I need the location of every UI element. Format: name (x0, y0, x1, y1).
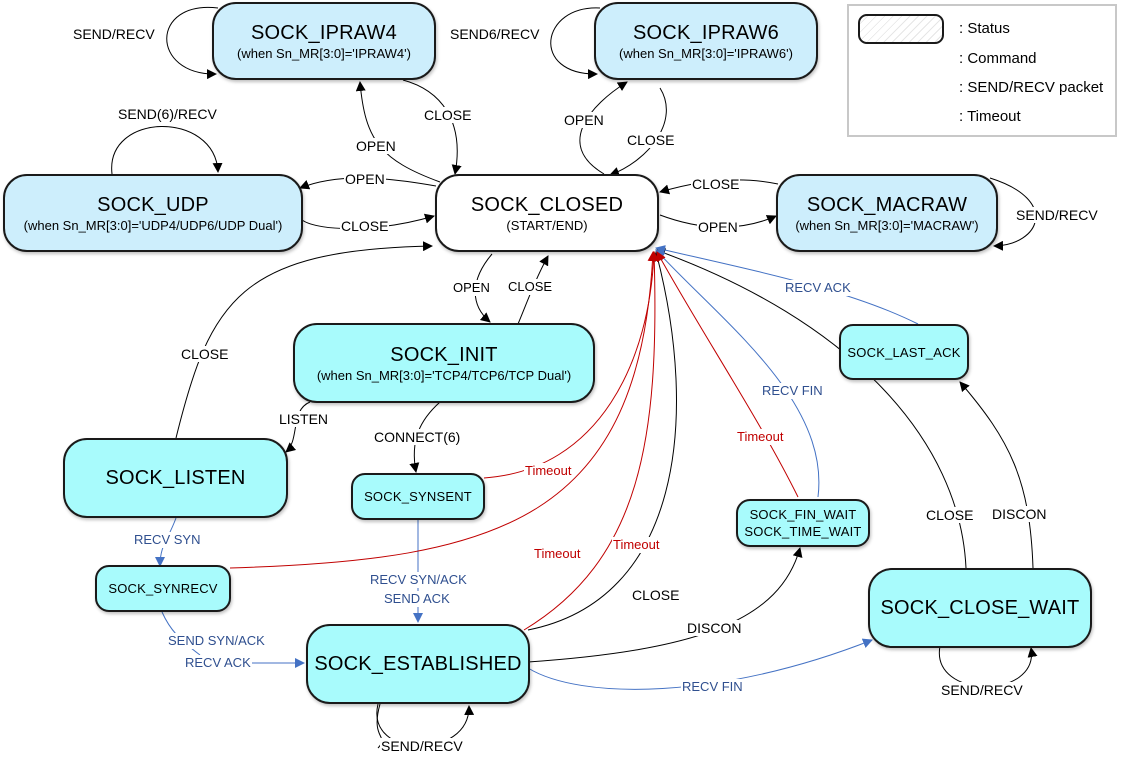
closewait-loop-arrow (939, 645, 1038, 688)
label-discon-est: DISCON (686, 620, 743, 636)
state-subtitle: (when Sn_MR[3:0]='IPRAW6') (619, 45, 793, 61)
label-recv-ack-lastack: RECV ACK (784, 280, 852, 296)
label-listen: LISTEN (278, 411, 330, 427)
state-sock-close-wait[interactable]: SOCK_CLOSE_WAIT (868, 568, 1092, 648)
label-discon-closewait: DISCON (991, 506, 1048, 522)
state-title: SOCK_CLOSE_WAIT (880, 597, 1080, 619)
state-subtitle: (when Sn_MR[3:0]='MACRAW') (795, 217, 979, 233)
state-sock-ipraw4[interactable]: SOCK_IPRAW4 (when Sn_MR[3:0]='IPRAW4') (212, 2, 436, 80)
state-title: SOCK_IPRAW4 (251, 21, 397, 44)
label-ipraw6-loop: SEND6/RECV (449, 26, 541, 42)
label-connect: CONNECT(6) (373, 429, 462, 445)
state-title: SOCK_UDP (97, 193, 209, 216)
label-timeout-synsent: Timeout (524, 463, 573, 479)
state-subtitle: (when Sn_MR[3:0]='TCP4/TCP6/TCP Dual') (316, 367, 572, 383)
legend-packet-label: : SEND/RECV packet (959, 79, 1104, 96)
label-recv-fin-finwait: RECV FIN (761, 383, 824, 399)
label-recv-fin-est: RECV FIN (681, 679, 744, 695)
timeout-finwait-arrow (656, 251, 799, 498)
legend-status-label: : Status (959, 20, 1010, 37)
state-sock-macraw[interactable]: SOCK_MACRAW (when Sn_MR[3:0]='MACRAW') (776, 174, 998, 252)
recv-fin-est-arrow (527, 638, 873, 690)
state-title: SOCK_FIN_WAIT (749, 507, 857, 522)
state-title: SOCK_SYNRECV (108, 581, 218, 596)
state-title: SOCK_SYNSENT (364, 489, 472, 504)
label-recv-ack: RECV ACK (184, 655, 252, 671)
label-open-init: OPEN (452, 280, 491, 296)
label-close-closewait: CLOSE (925, 507, 975, 523)
state-sock-fin-wait[interactable]: SOCK_FIN_WAIT SOCK_TIME_WAIT (736, 499, 870, 547)
state-subtitle: (START/END) (506, 217, 588, 233)
state-sock-ipraw6[interactable]: SOCK_IPRAW6 (when Sn_MR[3:0]='IPRAW6') (594, 2, 818, 80)
timeout-est-arrow (523, 251, 660, 631)
legend-timeout-label: : Timeout (959, 108, 1021, 125)
label-close-udp: CLOSE (340, 218, 390, 234)
legend-status-swatch (858, 14, 944, 44)
legend: : Status : Command : SEND/RECV packet : … (847, 4, 1117, 137)
label-send-ack: SEND ACK (383, 591, 451, 607)
state-title: SOCK_LISTEN (105, 467, 246, 489)
state-sock-udp[interactable]: SOCK_UDP (when Sn_MR[3:0]='UDP4/UDP6/UDP… (3, 174, 303, 252)
label-macraw-loop: SEND/RECV (1015, 207, 1099, 223)
state-title: SOCK_CLOSED (470, 193, 624, 216)
recv-fin-finwait-arrow (655, 249, 820, 498)
state-sock-last-ack[interactable]: SOCK_LAST_ACK (839, 324, 969, 380)
label-open-ipraw4: OPEN (355, 138, 397, 154)
discon-closewait-arrow (959, 381, 1034, 569)
close-ipraw4-arrow (402, 79, 462, 175)
legend-command-label: : Command (959, 50, 1037, 67)
label-close-macraw: CLOSE (691, 176, 741, 192)
state-title: SOCK_IPRAW6 (633, 21, 779, 44)
close-listen-arrow (175, 241, 433, 439)
state-sock-synrecv[interactable]: SOCK_SYNRECV (95, 565, 231, 612)
state-title: SOCK_LAST_ACK (847, 344, 961, 360)
state-sock-closed[interactable]: SOCK_CLOSED (START/END) (435, 174, 659, 252)
discon-est-arrow (527, 547, 803, 663)
ipraw6-loop-arrow (550, 7, 601, 80)
open-ipraw4-arrow (355, 81, 441, 183)
label-close-ipraw4: CLOSE (423, 107, 473, 123)
label-close-listen: CLOSE (180, 346, 230, 362)
label-ipraw4-loop: SEND/RECV (72, 26, 156, 42)
label-timeout-synrecv: Timeout (533, 546, 582, 562)
state-sock-listen[interactable]: SOCK_LISTEN (63, 438, 288, 518)
label-closewait-loop: SEND/RECV (940, 682, 1024, 698)
state-title: SOCK_MACRAW (806, 193, 968, 216)
label-udp-loop: SEND(6)/RECV (117, 106, 218, 122)
ipraw4-loop-arrow (166, 6, 219, 80)
state-sock-established[interactable]: SOCK_ESTABLISHED (306, 624, 530, 704)
state-sock-synsent[interactable]: SOCK_SYNSENT (351, 473, 485, 520)
state-title: SOCK_INIT (390, 343, 498, 366)
label-close-ipraw6: CLOSE (626, 132, 676, 148)
open-ipraw6-arrow (579, 81, 628, 175)
label-timeout-finwait: Timeout (736, 429, 785, 445)
label-recv-synack: RECV SYN/ACK (369, 572, 468, 588)
label-close-est: CLOSE (631, 587, 681, 603)
state-sock-init[interactable]: SOCK_INIT (when Sn_MR[3:0]='TCP4/TCP6/TC… (293, 323, 595, 403)
label-est-loop: SEND/RECV (380, 738, 464, 754)
close-est-arrow (527, 251, 677, 631)
state-subtitle: (when Sn_MR[3:0]='UDP4/UDP6/UDP Dual') (23, 217, 283, 233)
label-open-macraw: OPEN (697, 219, 739, 235)
label-send-synack: SEND SYN/ACK (167, 633, 266, 649)
label-timeout-est: Timeout (612, 537, 661, 553)
state-title: SOCK_ESTABLISHED (314, 653, 522, 675)
udp-loop-arrow (111, 126, 223, 175)
label-open-udp: OPEN (344, 171, 386, 187)
listen-arrow (285, 401, 311, 453)
label-open-ipraw6: OPEN (563, 112, 605, 128)
state-subtitle: (when Sn_MR[3:0]='IPRAW4') (237, 45, 411, 61)
timeout-synrecv-arrow (229, 251, 658, 569)
label-recv-syn: RECV SYN (133, 532, 202, 548)
state-title-2: SOCK_TIME_WAIT (744, 524, 862, 539)
label-close-init: CLOSE (507, 279, 554, 295)
